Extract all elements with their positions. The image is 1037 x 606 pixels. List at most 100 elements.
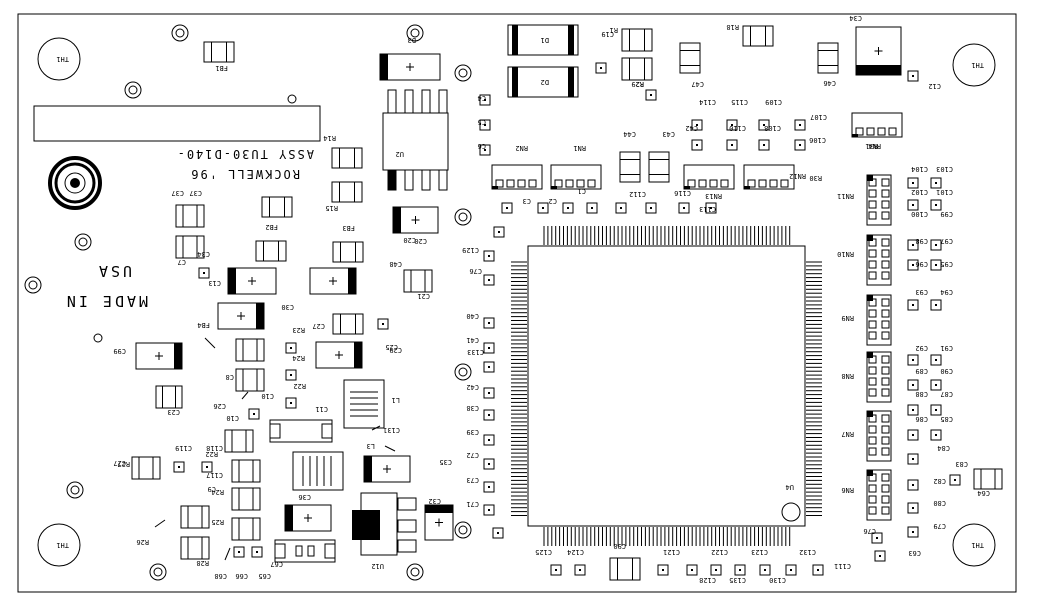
inductor-c11: C11 (269, 405, 333, 443)
diode-d1-label: D1 (541, 36, 549, 44)
mounting-hole: TH1 (952, 43, 996, 87)
test-pad (562, 202, 574, 214)
chip-component-label: R24 (211, 488, 224, 496)
resistor-network (550, 164, 602, 190)
component-label: C67 (270, 560, 283, 568)
test-pad (930, 429, 942, 441)
component-label: C112 (629, 190, 646, 198)
chip-component (331, 181, 363, 203)
diode-d2-label: D2 (541, 78, 549, 86)
test-pad (759, 564, 771, 576)
component-label: C26 (213, 402, 226, 410)
chip-component-label: R22 (205, 450, 218, 458)
mounting-hole-label: TH1 (56, 55, 69, 63)
chip-component (609, 557, 641, 581)
component-label: C135 (729, 576, 746, 584)
mounting-hole: TH1 (952, 523, 996, 567)
test-pad (483, 504, 495, 516)
chip-component (261, 196, 293, 218)
component-label: C129 (462, 246, 479, 254)
component-label: R31 (865, 142, 878, 150)
tantalum-capacitor-label: C36 (298, 493, 311, 501)
test-pad (251, 546, 263, 558)
component-label: C117 (206, 471, 223, 479)
chip-component (332, 241, 364, 263)
tantalum-capacitor-label: D3 (408, 36, 416, 44)
component-label: C115 (731, 98, 748, 106)
test-pad (285, 369, 297, 381)
component-label: C116 (674, 189, 691, 197)
component-label: C82 (933, 477, 946, 485)
component-label: C80 (933, 499, 946, 507)
chip-component (648, 151, 670, 183)
tantalum-capacitor (135, 342, 183, 370)
test-pad (907, 199, 919, 211)
component-label: C25 (385, 343, 398, 351)
chip-component (255, 240, 287, 262)
component-label: C110 (729, 124, 746, 132)
chip-component-label: R28 (196, 559, 209, 567)
test-pad (483, 481, 495, 493)
chip-component (973, 468, 1003, 490)
chip-component-label: C27 (113, 459, 126, 467)
connector-bar (33, 105, 321, 142)
chip-component (175, 204, 205, 228)
tantalum-capacitor-label: C99 (113, 347, 126, 355)
component-label: C89 (915, 367, 928, 375)
resistor-network (866, 234, 892, 286)
component-label: C83 (955, 460, 968, 468)
component-label: C107 (810, 113, 827, 121)
component-label: R24 (292, 354, 305, 362)
test-pad (930, 199, 942, 211)
component-label: C20 (403, 236, 416, 244)
chip-component-label: FB4 (197, 321, 210, 329)
component-label: C84 (937, 444, 950, 452)
test-pad (645, 89, 657, 101)
test-pad (233, 546, 245, 558)
component-label: C3 (523, 197, 531, 205)
component-label: C106 (809, 136, 826, 144)
test-pad (726, 139, 738, 151)
test-pad (758, 139, 770, 151)
ic-u2: U2 (382, 89, 449, 191)
component-label: C12 (928, 82, 941, 90)
component-label: R22 (293, 382, 306, 390)
test-pad (492, 527, 504, 539)
test-pad (483, 458, 495, 470)
test-pad (907, 177, 919, 189)
component-label: C88 (915, 390, 928, 398)
resistor-network (866, 410, 892, 462)
test-pad (574, 564, 586, 576)
component-label: C111 (834, 562, 851, 570)
test-pad (726, 119, 738, 131)
chip-component (619, 151, 641, 183)
component-label: C1 (578, 187, 586, 195)
component-label: C4 (478, 94, 486, 102)
chip-component (180, 505, 210, 529)
tantalum-capacitor-label: C30 (281, 303, 294, 311)
chip-component-label: C46 (823, 79, 836, 87)
test-pad (483, 361, 495, 373)
chip-component-label: C90 (613, 542, 626, 550)
test-pad (930, 259, 942, 271)
component-label: C40 (466, 312, 479, 320)
resistor-network (866, 294, 892, 346)
component-label: C5 (478, 118, 486, 126)
tantalum-capacitor (855, 26, 902, 76)
chip-component (403, 269, 433, 293)
chip-component (679, 42, 701, 74)
test-pad (949, 474, 961, 486)
test-pad (871, 532, 883, 544)
test-pad (595, 62, 607, 74)
component-label: C119 (175, 444, 192, 452)
component-label: C72 (466, 451, 479, 459)
test-pad (812, 564, 824, 576)
test-pad (907, 526, 919, 538)
component-label: C73 (466, 476, 479, 484)
test-pad (907, 453, 919, 465)
component-label: C125 (535, 548, 552, 556)
test-pad (645, 202, 657, 214)
component-label: C132 (799, 548, 816, 556)
test-pad (201, 461, 213, 473)
chip-component (331, 147, 363, 169)
